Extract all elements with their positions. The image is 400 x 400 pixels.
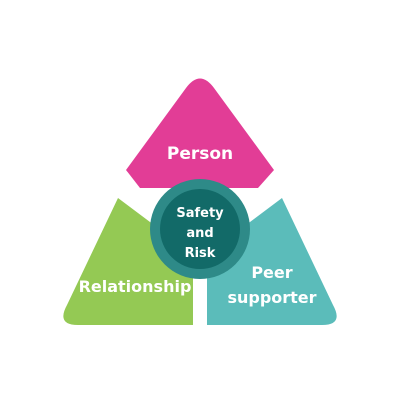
segment-peer-supporter-label-line2: supporter — [227, 288, 316, 307]
segment-relationship — [63, 198, 194, 325]
segment-peer-supporter — [207, 198, 337, 325]
segment-peer-supporter-label-line1: Peer — [251, 263, 292, 282]
segment-relationship-label: Relationship — [79, 277, 192, 296]
center-label-line1: Safety — [176, 206, 224, 221]
segment-person-label: Person — [167, 144, 233, 164]
center-label-line3: Risk — [185, 246, 216, 261]
segment-person — [126, 78, 274, 188]
center-circle — [160, 189, 240, 269]
center-label-line2: and — [186, 226, 213, 241]
